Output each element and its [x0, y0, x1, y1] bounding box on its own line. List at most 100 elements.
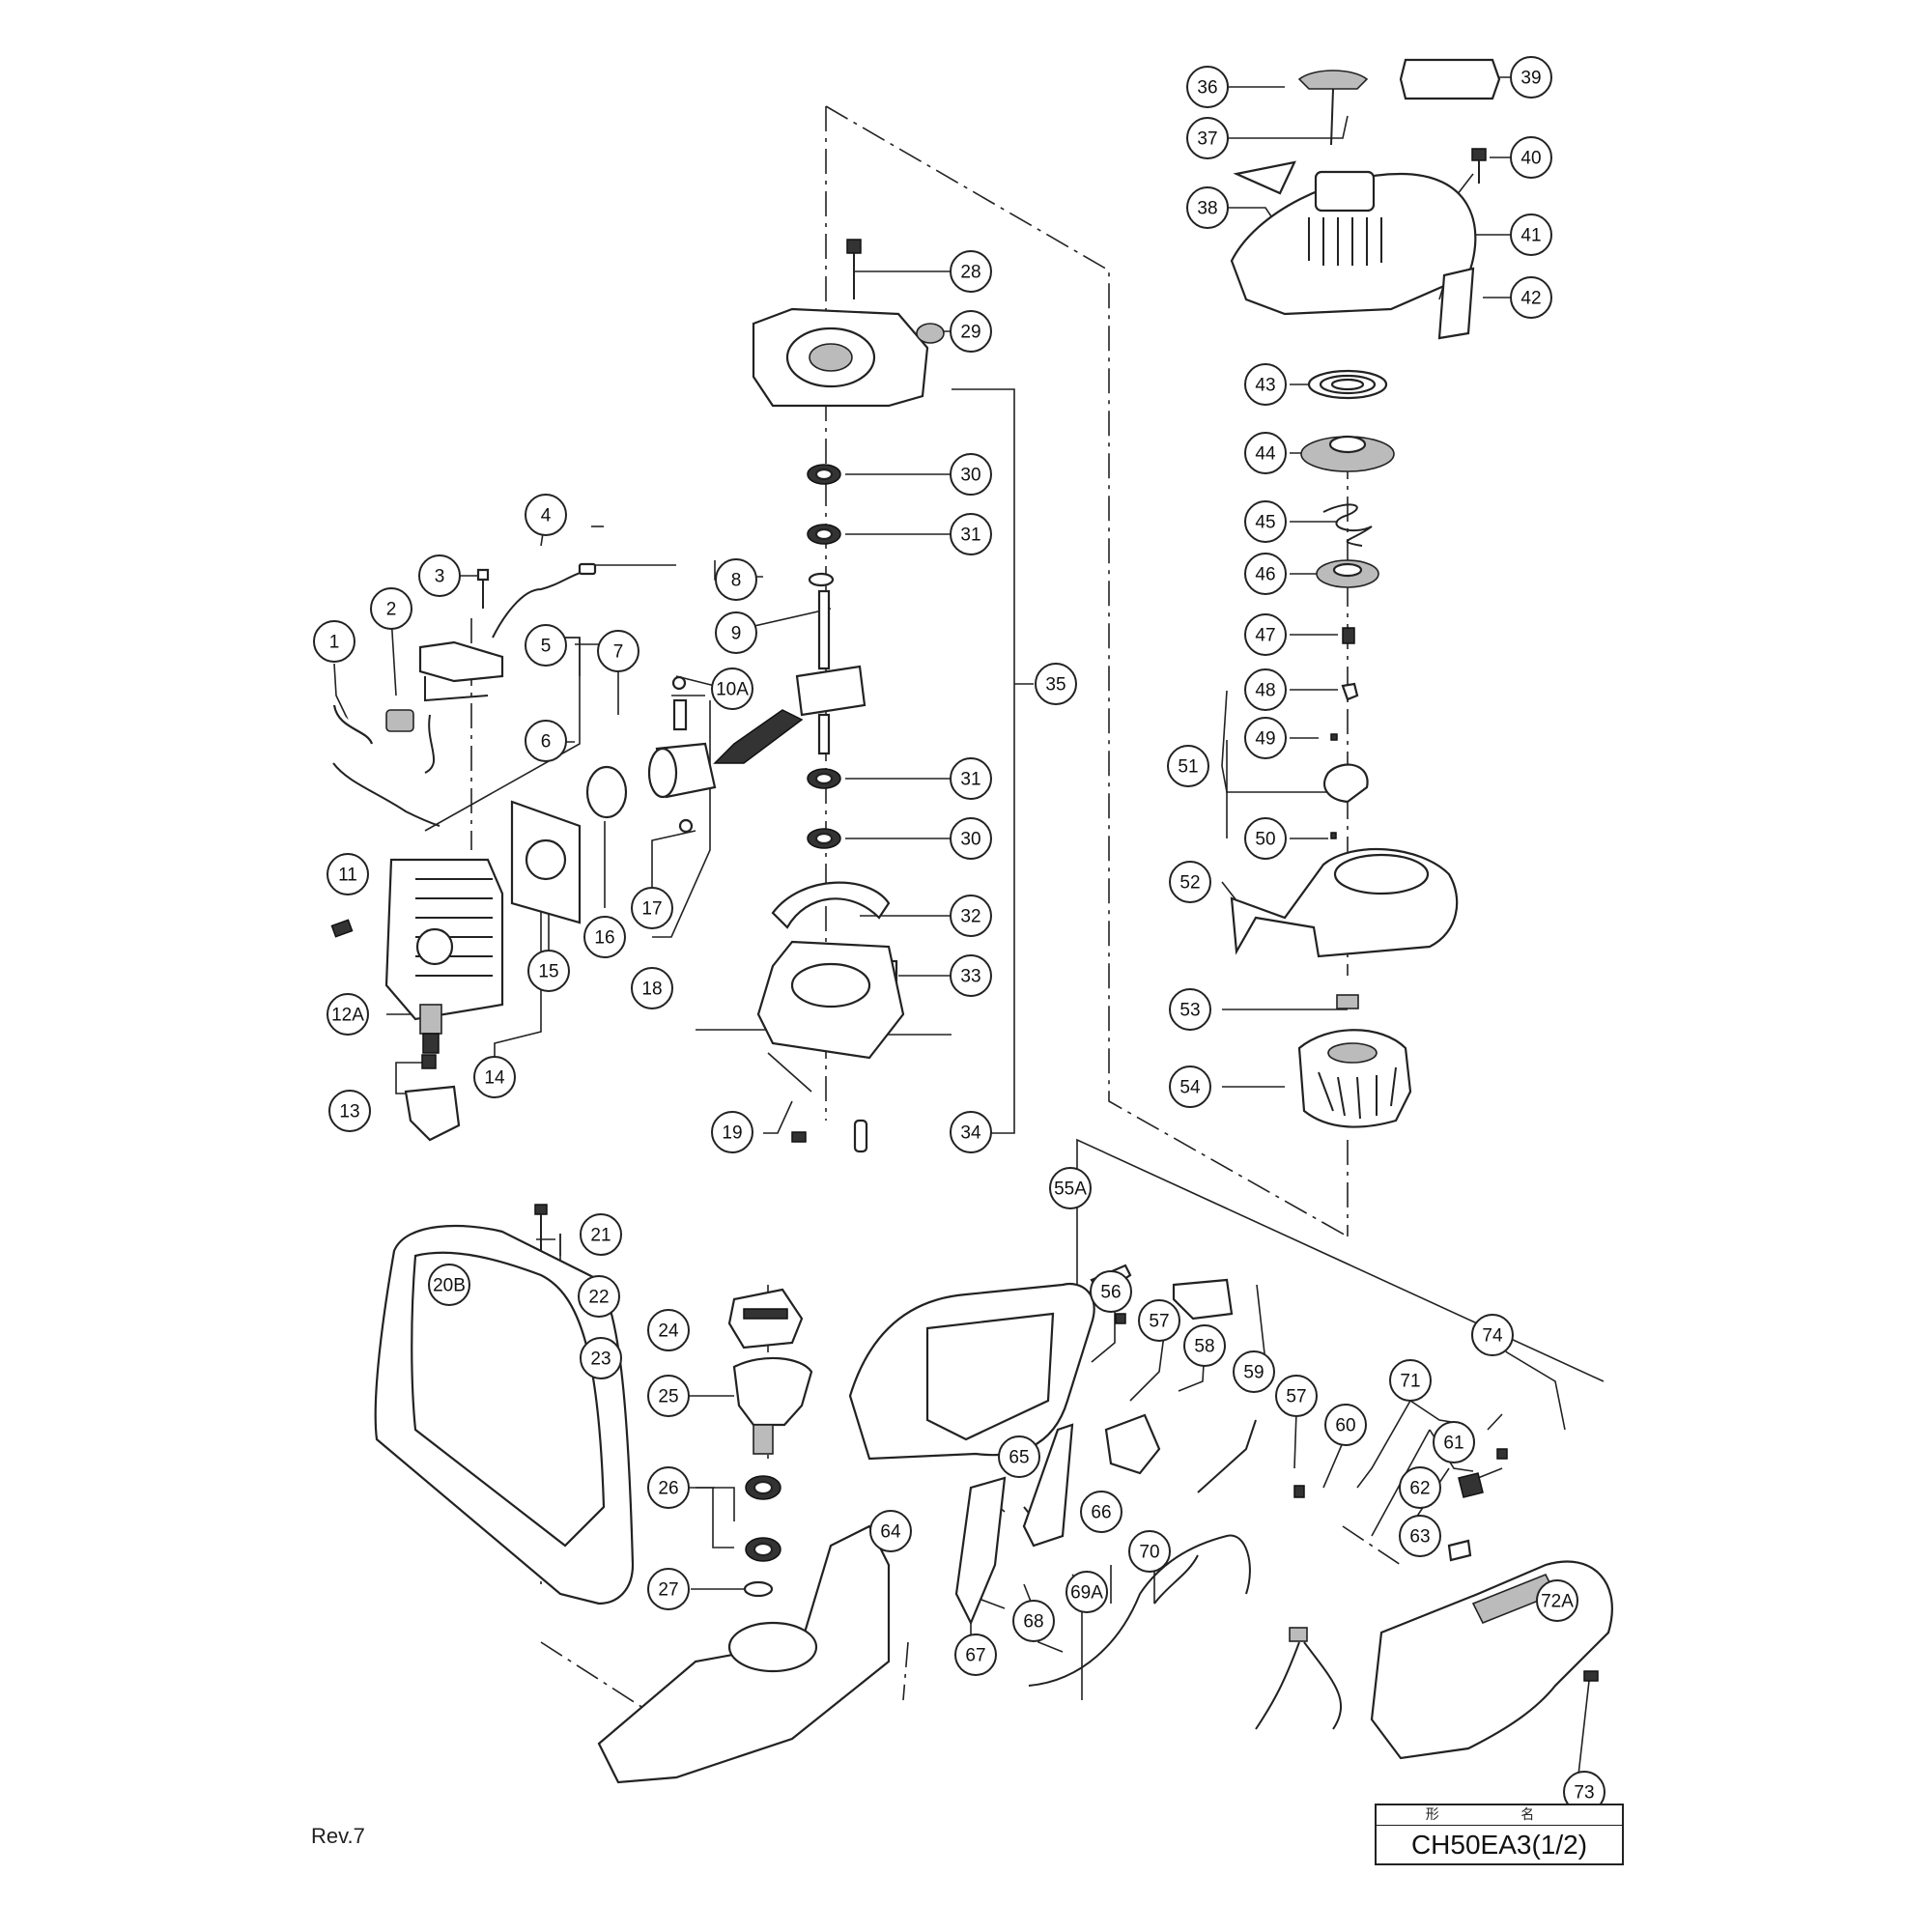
callout-41: 41: [1510, 213, 1552, 256]
callout-label: 47: [1255, 626, 1275, 646]
callout-19: 19: [711, 1111, 753, 1153]
callout-label: 65: [1009, 1448, 1029, 1468]
callout-label: 59: [1243, 1363, 1264, 1383]
callout-label: 36: [1197, 78, 1217, 99]
callout-label: 48: [1255, 681, 1275, 701]
callout-label: 41: [1520, 226, 1541, 246]
callout-circle: [647, 1466, 690, 1509]
callout-label: 17: [641, 899, 662, 920]
callout-label: 4: [541, 506, 552, 526]
callout-30: 30: [950, 817, 992, 860]
callout-8: 8: [715, 558, 757, 601]
callout-47: 47: [1244, 613, 1287, 656]
callout-label: 18: [641, 980, 662, 1000]
callout-circle: [1169, 988, 1211, 1031]
callout-37: 37: [1186, 117, 1229, 159]
callout-63: 63: [1399, 1515, 1441, 1557]
callout-circle: [583, 916, 626, 958]
callout-circle: [1244, 432, 1287, 474]
callout-circle: [950, 817, 992, 860]
title-block: 形 名 CH50EA3(1/2): [1375, 1804, 1624, 1865]
callout-circle: [473, 1056, 516, 1098]
callout-circle: [711, 668, 753, 710]
callout-label: 10A: [716, 680, 749, 700]
callout-circle: [1169, 1065, 1211, 1108]
callout-layer: 12345678910A1112A1314151617181920B212223…: [313, 56, 1605, 1813]
callout-60: 60: [1324, 1404, 1367, 1446]
callout-circle: [998, 1435, 1040, 1478]
callout-3: 3: [418, 554, 461, 597]
callout-label: 43: [1255, 376, 1275, 396]
callout-circle: [950, 250, 992, 293]
callout-49: 49: [1244, 717, 1287, 759]
callout-label: 6: [541, 732, 552, 753]
callout-73: 73: [1563, 1771, 1605, 1813]
callout-label: 49: [1255, 729, 1275, 750]
callout-23: 23: [580, 1337, 622, 1379]
callout-circle: [327, 993, 369, 1036]
callout-circle: [1510, 213, 1552, 256]
callout-6: 6: [525, 720, 567, 762]
callout-label: 9: [731, 624, 742, 644]
callout-2: 2: [370, 587, 412, 630]
callout-label: 38: [1197, 199, 1217, 219]
callout-circle: [1536, 1579, 1578, 1622]
callout-circle: [1244, 668, 1287, 711]
callout-21: 21: [580, 1213, 622, 1256]
callout-circle: [1324, 1404, 1367, 1446]
callout-circle: [1049, 1167, 1092, 1209]
callout-label: 29: [960, 323, 980, 343]
callout-13: 13: [328, 1090, 371, 1132]
starter-cover-grille: [1308, 217, 1382, 266]
callout-51: 51: [1167, 745, 1209, 787]
callout-circle: [1399, 1515, 1441, 1557]
callout-circle: [950, 453, 992, 496]
callout-label: 33: [960, 967, 980, 987]
callout-20B: 20B: [428, 1264, 470, 1306]
callout-circle: [1244, 553, 1287, 595]
callout-28: 28: [950, 250, 992, 293]
callout-1: 1: [313, 620, 355, 663]
callout-label: 28: [960, 263, 980, 283]
callout-circle: [370, 587, 412, 630]
callout-label: 3: [435, 567, 445, 587]
callout-label: 8: [731, 571, 742, 591]
callout-label: 11: [338, 866, 357, 886]
callout-14: 14: [473, 1056, 516, 1098]
callout-circle: [525, 624, 567, 667]
callout-label: 73: [1574, 1783, 1594, 1804]
callout-53: 53: [1169, 988, 1211, 1031]
callout-25: 25: [647, 1375, 690, 1417]
callout-circle: [1186, 186, 1229, 229]
callout-label: 45: [1255, 513, 1275, 533]
callout-circle: [647, 1568, 690, 1610]
callout-label: 35: [1045, 675, 1065, 696]
callout-label: 52: [1179, 873, 1200, 894]
callout-label: 20B: [433, 1276, 466, 1296]
callout-circle: [1244, 363, 1287, 406]
callout-label: 25: [658, 1387, 678, 1407]
callout-46: 46: [1244, 553, 1287, 595]
callout-circle: [1510, 276, 1552, 319]
callout-label: 42: [1520, 289, 1541, 309]
callout-circle: [1169, 861, 1211, 903]
callout-label: 55A: [1054, 1179, 1087, 1200]
parts-left-engine: [330, 562, 717, 1142]
callout-label: 62: [1409, 1479, 1430, 1499]
callout-label: 31: [960, 526, 980, 546]
callout-label: 39: [1520, 69, 1541, 89]
callout-circle: [869, 1510, 912, 1552]
callout-label: 66: [1091, 1503, 1111, 1523]
callout-62: 62: [1399, 1466, 1441, 1509]
callout-label: 58: [1194, 1337, 1214, 1357]
callout-circle: [527, 950, 570, 992]
callout-59: 59: [1233, 1350, 1275, 1393]
callout-55A: 55A: [1049, 1167, 1092, 1209]
callout-label: 56: [1100, 1283, 1121, 1303]
callout-label: 57: [1286, 1387, 1306, 1407]
callout-label: 40: [1520, 149, 1541, 169]
callout-15: 15: [527, 950, 570, 992]
callout-circle: [715, 611, 757, 654]
callout-circle: [1090, 1270, 1132, 1313]
